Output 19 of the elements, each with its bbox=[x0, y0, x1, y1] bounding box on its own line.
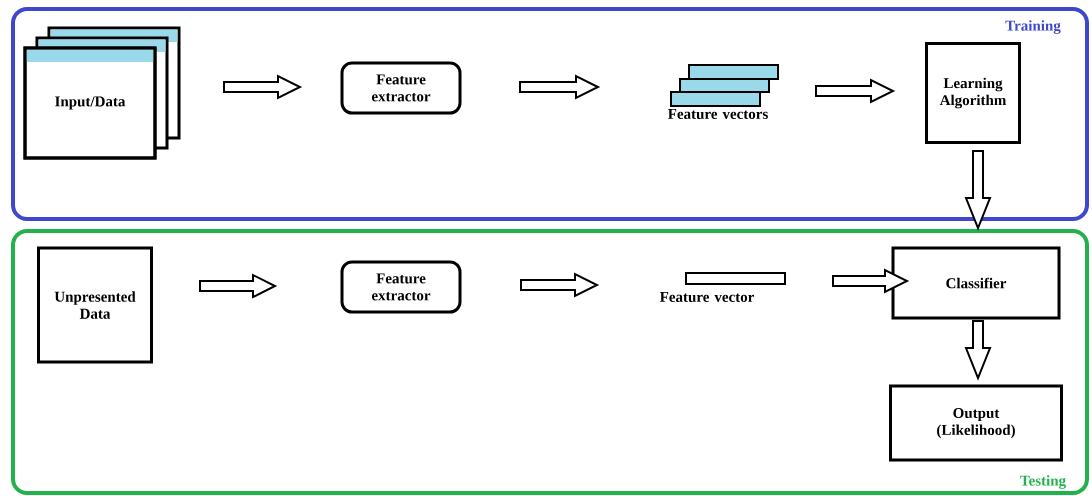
block-arrow bbox=[199, 273, 278, 299]
process-box: Feature extractor bbox=[340, 61, 462, 115]
block-arrow bbox=[223, 74, 303, 100]
process-box: Feature extractor bbox=[340, 260, 462, 314]
node-label: Feature vector bbox=[659, 292, 755, 302]
block-arrow bbox=[520, 272, 600, 298]
process-box: Output (Likelihood) bbox=[889, 384, 1063, 462]
block-arrow bbox=[964, 150, 992, 231]
block-arrow bbox=[832, 268, 910, 294]
panel-title: Training bbox=[1005, 20, 1061, 34]
node-label: Feature vectors bbox=[668, 109, 768, 119]
block-arrow bbox=[815, 78, 896, 104]
document-stack: Input/Data bbox=[23, 26, 181, 160]
process-box: Learning Algorithm bbox=[925, 42, 1021, 144]
process-box: Unpresented Data bbox=[37, 246, 153, 364]
block-arrow bbox=[964, 320, 992, 381]
panel-title: Testing bbox=[1020, 475, 1066, 489]
block-arrow bbox=[519, 74, 601, 100]
process-box: Classifier bbox=[891, 246, 1061, 320]
